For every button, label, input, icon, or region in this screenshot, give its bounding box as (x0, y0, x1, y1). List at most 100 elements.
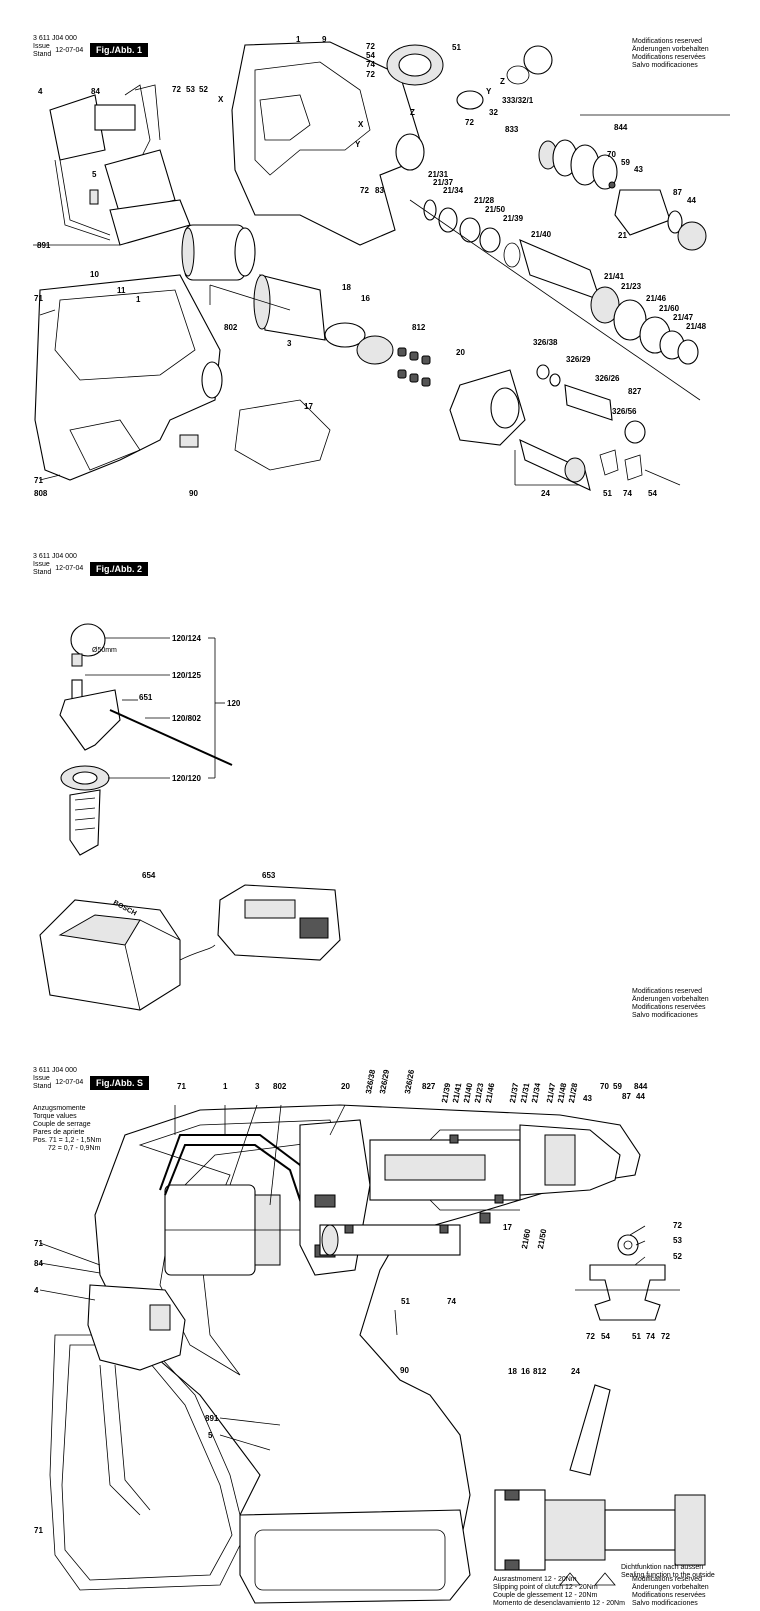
label-326-56: 326/56 (612, 407, 637, 416)
label-17: 17 (304, 402, 313, 411)
label-18: 18 (342, 283, 351, 292)
figS-title: Fig./Abb. S (90, 1076, 149, 1090)
label-833: 833 (505, 125, 519, 134)
doc-number: 3 611 J04 000 (33, 35, 77, 42)
date: 12-07-04 (55, 47, 84, 54)
figS-drawing (39, 1104, 706, 1604)
torque-values: Anzugsmomente Torque values Couple de se… (33, 1105, 102, 1152)
label-71a: 71 (34, 294, 43, 303)
label-y1: Y (486, 87, 492, 96)
label-20: 20 (456, 348, 465, 357)
modifications-2: Modifications reserved Änderungen vorbeh… (632, 988, 709, 1019)
label-21-47: 21/47 (673, 313, 694, 322)
label-16: 16 (361, 294, 370, 303)
label-24: 24 (541, 489, 550, 498)
label-54b: 54 (648, 489, 657, 498)
label-1b: 1 (136, 295, 141, 304)
label-11: 11 (117, 286, 126, 295)
section-battery (239, 1509, 471, 1604)
s-label-53: 53 (673, 1236, 682, 1245)
label-51: 51 (452, 43, 461, 52)
fig1-drawing (33, 41, 730, 491)
label-21: 21 (618, 231, 627, 240)
modifications-1: Modifications reserved Änderungen vorbeh… (632, 38, 709, 69)
label-120-802: 120/802 (172, 714, 201, 723)
stand-label: Stand (33, 51, 52, 58)
s-label-20: 20 (341, 1082, 350, 1091)
label-74b: 74 (623, 489, 632, 498)
s-label-4: 4 (34, 1286, 39, 1295)
label-3: 3 (287, 339, 292, 348)
label-51b: 51 (603, 489, 612, 498)
label-21-48: 21/48 (686, 322, 707, 331)
s-label-52: 52 (673, 1252, 682, 1261)
s-label-1: 1 (223, 1082, 228, 1091)
label-52: 52 (199, 85, 208, 94)
label-x2: X (358, 120, 364, 129)
label-z1: Z (410, 108, 415, 117)
s-label-326-26: 326/26 (403, 1068, 417, 1095)
s-label-90: 90 (400, 1366, 409, 1375)
s-label-326-38: 326/38 (364, 1068, 378, 1095)
s-label-84: 84 (34, 1259, 43, 1268)
label-21-41: 21/41 (604, 272, 625, 281)
s-label-18: 18 (508, 1367, 517, 1376)
label-326-38: 326/38 (533, 338, 558, 347)
s-label-802: 802 (273, 1082, 287, 1091)
label-21-46: 21/46 (646, 294, 667, 303)
s-label-827: 827 (422, 1082, 436, 1091)
label-21-34: 21/34 (443, 186, 464, 195)
label-4: 4 (38, 87, 43, 96)
s-label-72a: 72 (673, 1221, 682, 1230)
s-label-74b: 74 (646, 1332, 655, 1341)
label-120: 120 (227, 699, 241, 708)
label-84: 84 (91, 87, 100, 96)
label-72b: 72 (366, 70, 375, 79)
s-label-24: 24 (571, 1367, 580, 1376)
label-653: 653 (262, 871, 276, 880)
s-label-3: 3 (255, 1082, 260, 1091)
label-654: 654 (142, 871, 156, 880)
issue-label: Issue (33, 43, 50, 50)
label-326-26: 326/26 (595, 374, 620, 383)
label-21-40: 21/40 (531, 230, 552, 239)
label-120-125: 120/125 (172, 671, 201, 680)
label-802: 802 (224, 323, 238, 332)
s-label-44: 44 (636, 1092, 645, 1101)
label-43: 43 (634, 165, 643, 174)
label-59: 59 (621, 158, 630, 167)
s-label-51: 51 (401, 1297, 410, 1306)
clutch-slip-note: Ausrastmoment 12 - 20Nm Slipping point o… (493, 1576, 625, 1607)
label-891: 891 (37, 241, 51, 250)
label-21-60: 21/60 (659, 304, 680, 313)
label-53: 53 (186, 85, 195, 94)
label-21-31: 21/31 (428, 170, 449, 179)
label-827: 827 (628, 387, 642, 396)
label-74: 74 (366, 60, 375, 69)
s-label-844: 844 (634, 1082, 648, 1091)
label-21-28: 21/28 (474, 196, 495, 205)
label-333: 333/32/1 (502, 96, 534, 105)
diameter-note: Ø50mm (92, 647, 117, 654)
s-label-72b: 72 (586, 1332, 595, 1341)
fig2-drawing (39, 623, 341, 1011)
housing-complete (34, 274, 221, 481)
s-label-59: 59 (613, 1082, 622, 1091)
label-21-39: 21/39 (503, 214, 524, 223)
label-71b: 71 (34, 476, 43, 485)
label-10: 10 (90, 270, 99, 279)
s-label-71: 71 (177, 1082, 186, 1091)
label-72c: 72 (172, 85, 181, 94)
label-x1: X (218, 95, 224, 104)
s-label-326-29: 326/29 (378, 1068, 392, 1095)
s-label-891: 891 (205, 1414, 219, 1423)
sealing-note: Dichtfunktion nach aussen Sealing functi… (621, 1564, 715, 1579)
label-72e: 72 (360, 186, 369, 195)
label-70: 70 (607, 150, 616, 159)
s-label-70: 70 (600, 1082, 609, 1091)
modifications-3: Modifications reserved Änderungen vorbeh… (632, 1576, 709, 1607)
label-z2: Z (500, 77, 505, 86)
